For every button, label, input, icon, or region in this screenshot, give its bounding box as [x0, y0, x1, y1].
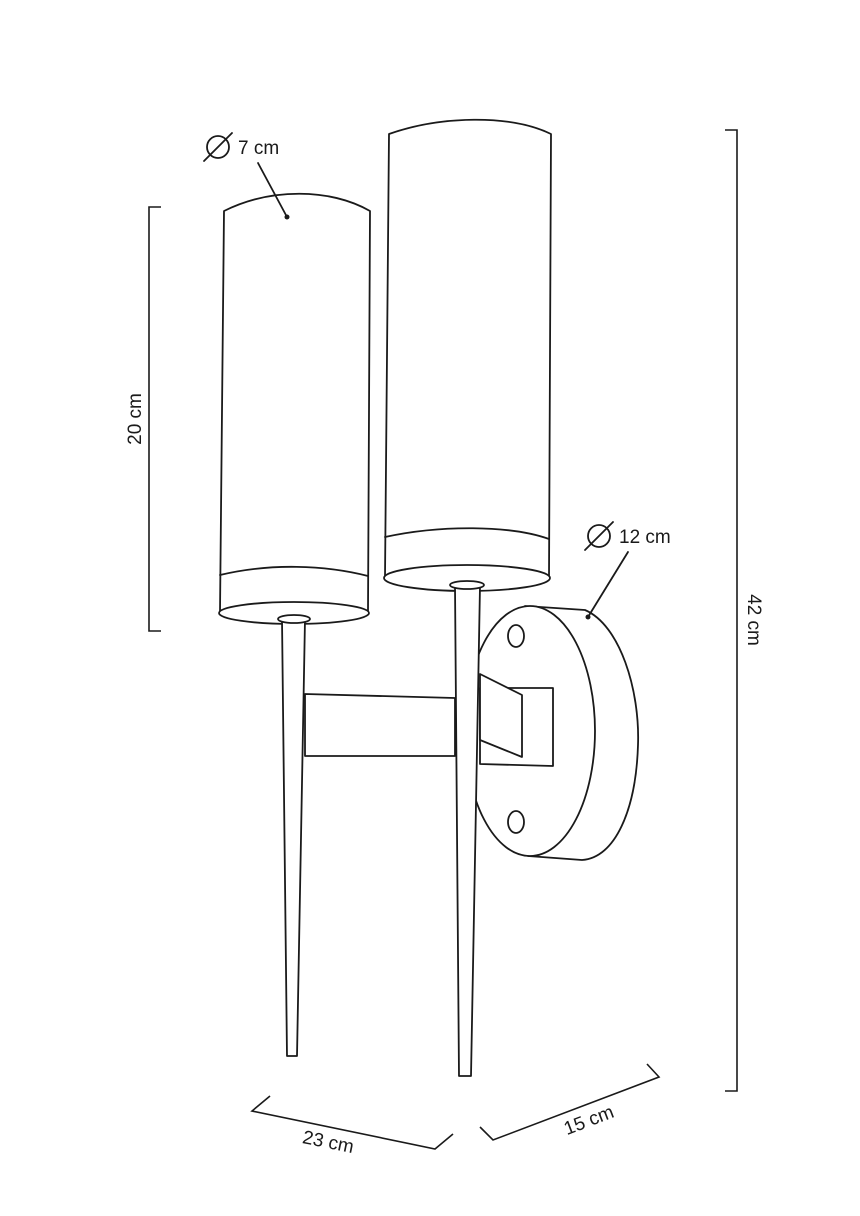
leader-line: [257, 162, 288, 218]
base-diameter-annotation: 12 cm: [584, 521, 671, 620]
diameter-icon: [206, 135, 230, 159]
right-shade: [383, 118, 552, 592]
width-label: 23 cm: [301, 1127, 356, 1158]
leader-line: [587, 551, 629, 618]
total-height-label: 42 cm: [743, 594, 764, 646]
wall-plate: [464, 605, 639, 861]
screw-hole-bottom: [507, 810, 525, 834]
width-dimension: 23 cm: [250, 1095, 454, 1158]
left-shade: [218, 192, 371, 625]
diameter-icon: [587, 524, 611, 548]
connecting-arm: [304, 693, 456, 757]
shade-height-label: 20 cm: [125, 393, 146, 445]
total-height-dimension: 42 cm: [725, 129, 764, 1092]
shade-diameter-annotation: 7 cm: [203, 132, 288, 218]
screw-hole-top: [507, 624, 525, 648]
shade-height-dimension: 20 cm: [125, 206, 161, 632]
depth-dimension: 15 cm: [479, 1063, 661, 1141]
shade-diameter-label: 7 cm: [238, 138, 279, 159]
right-stem: [449, 580, 485, 1077]
left-stem: [277, 614, 311, 1057]
depth-label: 15 cm: [561, 1102, 617, 1140]
base-diameter-label: 12 cm: [619, 527, 671, 548]
